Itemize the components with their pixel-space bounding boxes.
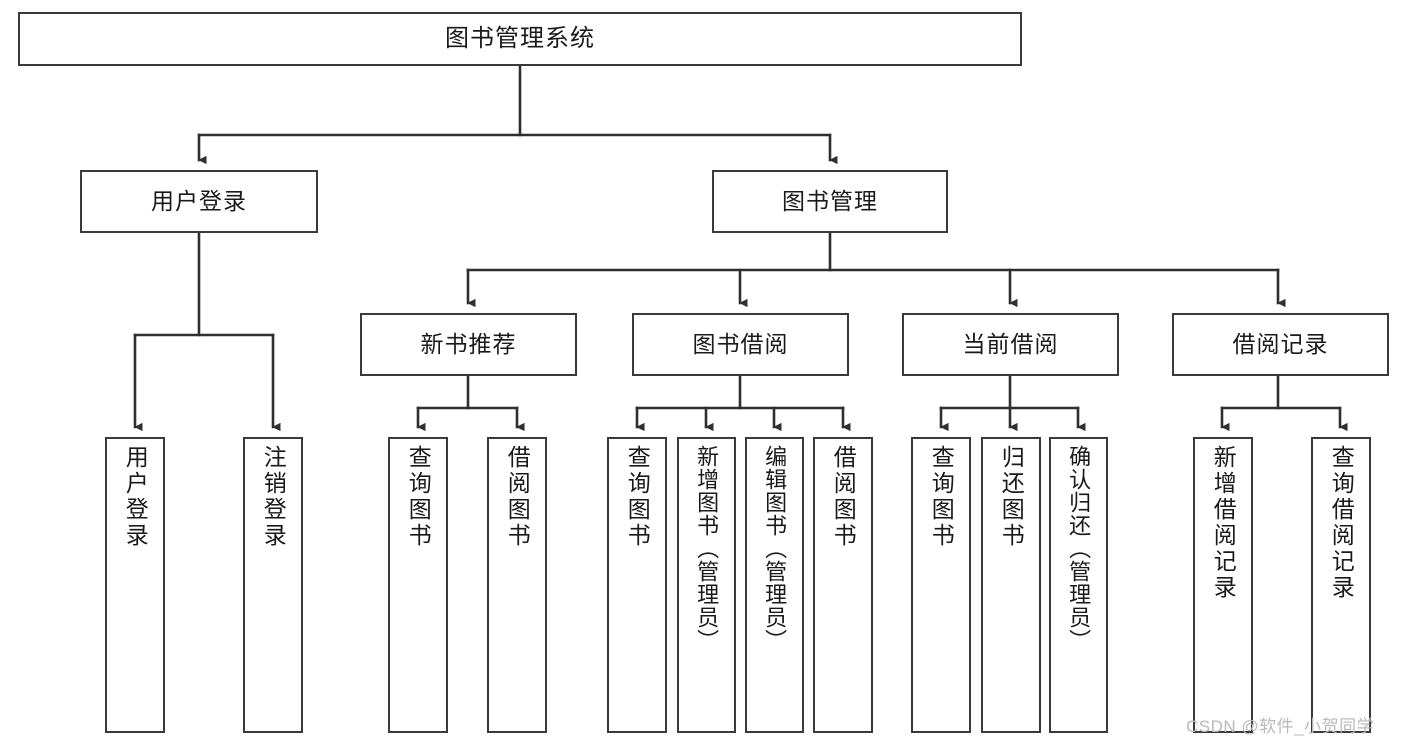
leaf-confirm-return-admin[interactable]: 确认归还（管理员） [1049, 437, 1108, 733]
node-label: 查询图书 [928, 445, 955, 549]
leaf-query-book-recommend[interactable]: 查询图书 [388, 437, 448, 733]
leaf-add-book-admin[interactable]: 新增图书（管理员） [677, 437, 736, 733]
node-label: 查询图书 [624, 445, 651, 549]
node-label: 借阅记录 [1232, 330, 1329, 357]
leaf-edit-book-admin[interactable]: 编辑图书（管理员） [745, 437, 804, 733]
node-borrow-record[interactable]: 借阅记录 [1172, 313, 1389, 376]
leaf-borrow-book-recommend[interactable]: 借阅图书 [487, 437, 547, 733]
node-label: 新增图书（管理员） [694, 445, 720, 652]
leaf-user-login[interactable]: 用户登录 [105, 437, 165, 733]
leaf-user-logout[interactable]: 注销登录 [243, 437, 303, 733]
node-label: 新增借阅记录 [1210, 445, 1237, 601]
node-user-login[interactable]: 用户登录 [80, 170, 318, 233]
node-label: 新书推荐 [420, 330, 517, 357]
node-label: 当前借阅 [962, 330, 1059, 357]
node-label: 归还图书 [998, 445, 1025, 549]
node-label: 注销登录 [260, 445, 287, 549]
leaf-borrow-book-borrow[interactable]: 借阅图书 [813, 437, 873, 733]
node-current-borrow[interactable]: 当前借阅 [902, 313, 1119, 376]
node-label: 用户登录 [122, 445, 149, 549]
node-label: 确认归还（管理员） [1066, 445, 1092, 652]
leaf-add-borrow-record[interactable]: 新增借阅记录 [1193, 437, 1253, 733]
node-label: 图书借阅 [692, 330, 789, 357]
csdn-watermark: CSDN @软件_小贺同学 [1186, 717, 1375, 736]
node-label: 借阅图书 [504, 445, 531, 549]
leaf-query-book-current[interactable]: 查询图书 [911, 437, 971, 733]
leaf-query-book-borrow[interactable]: 查询图书 [607, 437, 667, 733]
node-label: 编辑图书（管理员） [762, 445, 788, 652]
node-label: 借阅图书 [830, 445, 857, 549]
node-label: 查询借阅记录 [1328, 445, 1355, 601]
leaf-return-book[interactable]: 归还图书 [981, 437, 1041, 733]
node-book-management[interactable]: 图书管理 [712, 170, 948, 233]
node-label: 图书管理系统 [445, 24, 595, 52]
node-root-book-management-system[interactable]: 图书管理系统 [18, 12, 1022, 66]
node-label: 用户登录 [151, 187, 247, 214]
node-new-book-recommend[interactable]: 新书推荐 [360, 313, 577, 376]
node-label: 查询图书 [405, 445, 432, 549]
node-book-borrow[interactable]: 图书借阅 [632, 313, 849, 376]
node-label: 图书管理 [782, 187, 878, 214]
leaf-query-borrow-record[interactable]: 查询借阅记录 [1311, 437, 1371, 733]
